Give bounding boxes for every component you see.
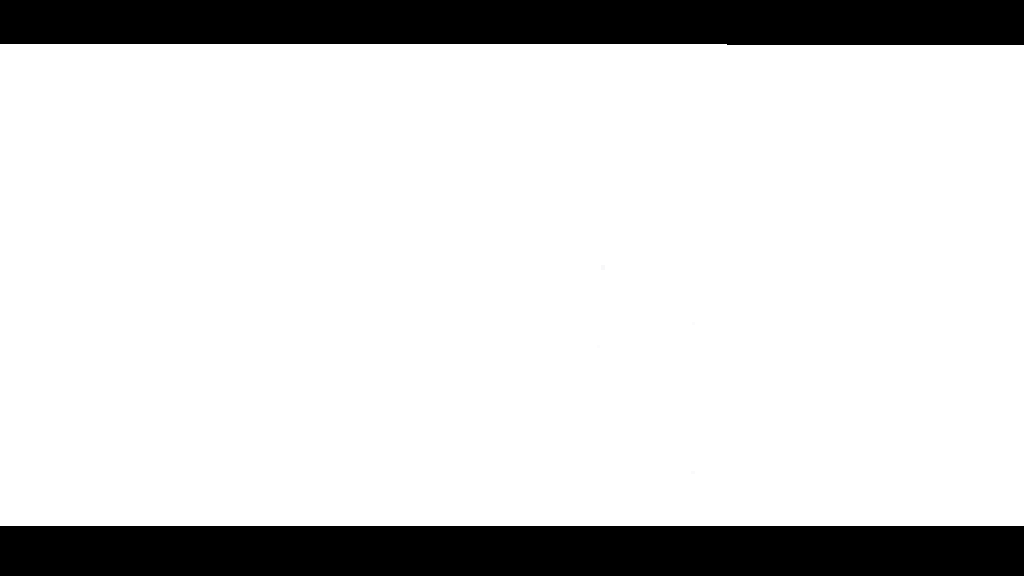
- letterbox-top-left-segment: [0, 0, 727, 44]
- page-viewport: [0, 44, 1024, 526]
- page-body-blank: [0, 44, 1024, 526]
- letterbox-top-right-segment: [727, 0, 1024, 45]
- letterbox-bottom-bar: [0, 526, 1024, 576]
